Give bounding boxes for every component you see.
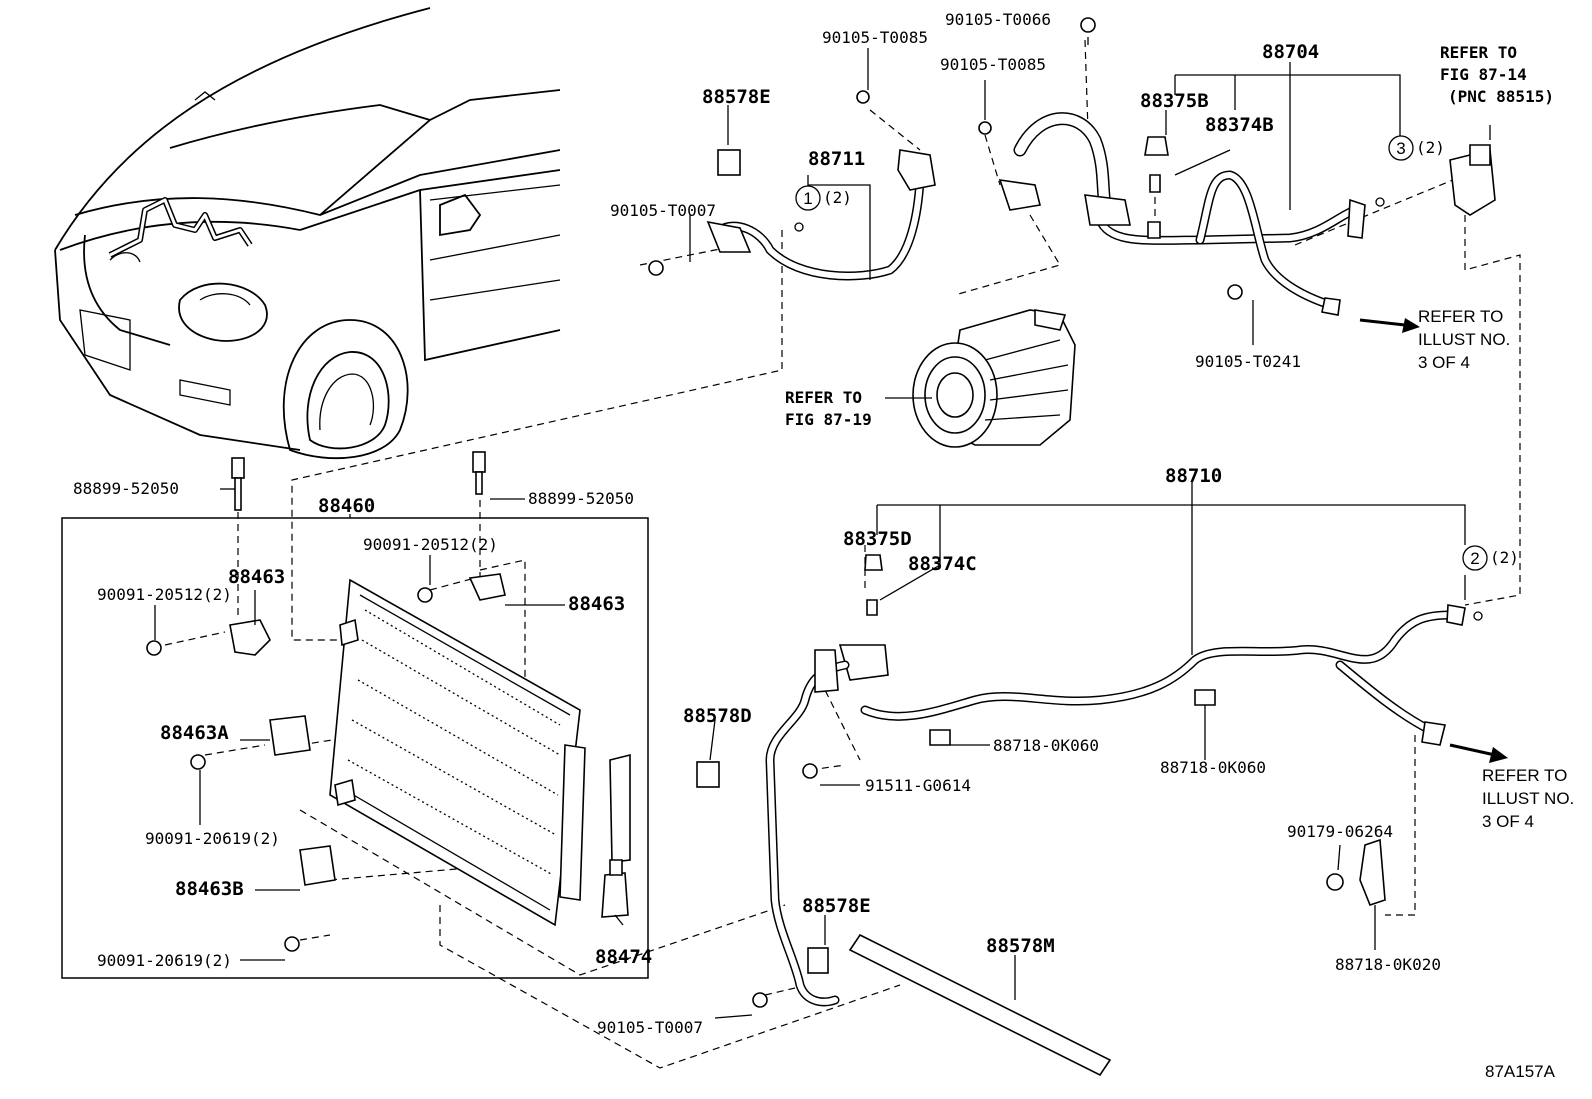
liquid-tube-lower <box>765 649 850 1007</box>
refer-illust-b-line2: ILLUST NO. <box>1482 789 1574 808</box>
suction-hose-88704 <box>998 112 1385 316</box>
label-88899-52050-left: 88899-52050 <box>73 479 179 498</box>
label-90091-20512-top: 90091-20512(2) <box>363 535 498 554</box>
vehicle-illustration <box>54 7 561 460</box>
liquid-tube-88710 <box>838 604 1483 746</box>
refer-illust-a-line1: REFER TO <box>1418 307 1503 326</box>
label-88463B: 88463B <box>175 878 244 900</box>
compressor <box>912 309 1076 448</box>
refer-illust-a-line2: ILLUST NO. <box>1418 330 1510 349</box>
label-90105-T0007-bottom: 90105-T0007 <box>597 1018 703 1037</box>
circle-callout-3-qty: (2) <box>1416 138 1445 157</box>
seal-88578M <box>848 933 1112 1077</box>
label-88375D: 88375D <box>843 528 912 550</box>
figure-code: 87A157A <box>1485 1062 1556 1081</box>
refer-fig-87-14-line3: (PNC 88515) <box>1448 87 1554 106</box>
label-88374B: 88374B <box>1205 114 1274 136</box>
label-88718-0K060-b: 88718-0K060 <box>1160 758 1266 777</box>
part-labels: 90105-T0066 90105-T0085 90105-T0085 8870… <box>73 10 1574 1081</box>
label-90105-T0007-top: 90105-T0007 <box>610 201 716 220</box>
refer-arrows <box>1359 318 1508 763</box>
label-90105-T0066: 90105-T0066 <box>945 10 1051 29</box>
label-88374C: 88374C <box>908 553 977 575</box>
label-88578D: 88578D <box>683 705 752 727</box>
label-88718-0K060-a: 88718-0K060 <box>993 736 1099 755</box>
refer-fig-87-19-line1: REFER TO <box>785 388 862 407</box>
label-88375B: 88375B <box>1140 90 1209 112</box>
label-88460: 88460 <box>318 495 375 517</box>
discharge-hose-88711 <box>706 149 936 281</box>
label-90091-20512-left: 90091-20512(2) <box>97 585 232 604</box>
condenser <box>329 578 586 927</box>
condenser-assembly-frame <box>61 517 649 979</box>
refer-fig-87-19-line2: FIG 87-19 <box>785 410 872 429</box>
circle-callout-2: 2 (2) <box>1462 545 1519 571</box>
label-90179-06264: 90179-06264 <box>1287 822 1393 841</box>
label-91511-G0614: 91511-G0614 <box>865 776 971 795</box>
label-88899-52050-right: 88899-52050 <box>528 489 634 508</box>
label-88578E-top: 88578E <box>702 86 771 108</box>
circle-callout-2-qty: (2) <box>1490 548 1519 567</box>
condenser-side-plate-88474 <box>601 753 631 918</box>
assembly-dashed-lines <box>164 39 1521 1069</box>
refer-illust-b-line1: REFER TO <box>1482 766 1567 785</box>
label-90091-20619-b: 90091-20619(2) <box>97 951 232 970</box>
label-90105-T0085-b: 90105-T0085 <box>940 55 1046 74</box>
label-90091-20619-a: 90091-20619(2) <box>145 829 280 848</box>
refer-illust-a-line3: 3 OF 4 <box>1418 353 1470 372</box>
refer-fig-87-14-line1: REFER TO <box>1440 43 1517 62</box>
circle-callout-3: 3 (2) <box>1388 135 1445 161</box>
label-88463-left: 88463 <box>228 566 285 588</box>
circle-callout-1-number: 1 <box>803 189 812 208</box>
circle-callout-3-number: 3 <box>1396 139 1405 158</box>
label-88578E-bottom: 88578E <box>802 895 871 917</box>
label-88710: 88710 <box>1165 465 1222 487</box>
label-90105-T0241: 90105-T0241 <box>1195 352 1301 371</box>
circle-callout-1-qty: (2) <box>823 188 852 207</box>
label-90105-T0085-a: 90105-T0085 <box>822 28 928 47</box>
label-88463A: 88463A <box>160 722 229 744</box>
leader-lines <box>154 37 1491 1019</box>
label-88463-right: 88463 <box>568 593 625 615</box>
brackets-and-bolts <box>146 17 1386 1008</box>
label-88578M: 88578M <box>986 935 1055 957</box>
label-88704: 88704 <box>1262 41 1319 63</box>
refer-illust-b-line3: 3 OF 4 <box>1482 812 1534 831</box>
refer-fig-87-14-line2: FIG 87-14 <box>1440 65 1527 84</box>
circle-callout-1: 1 (2) <box>795 185 852 211</box>
circle-callout-2-number: 2 <box>1470 549 1479 568</box>
label-88474: 88474 <box>595 946 652 968</box>
expansion-valve <box>1449 144 1496 216</box>
label-88718-0K020: 88718-0K020 <box>1335 955 1441 974</box>
label-88711: 88711 <box>808 148 865 170</box>
